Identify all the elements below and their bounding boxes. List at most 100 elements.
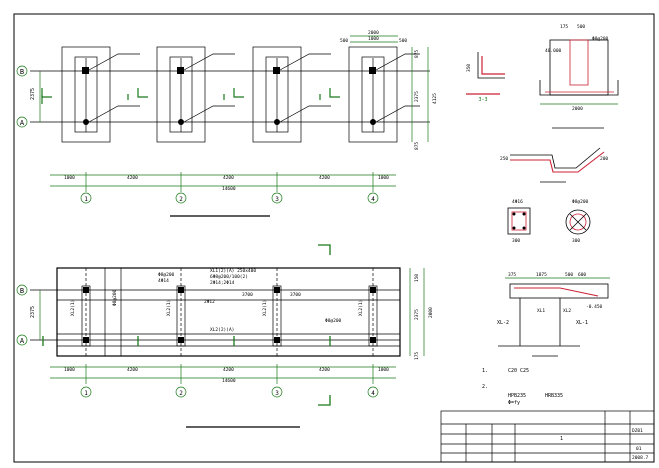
top-dim-2000: 2000 — [368, 30, 379, 36]
note-top-3: 2Φ14;2Φ14 — [210, 280, 235, 286]
column-b-label: Φ8@200 — [572, 199, 589, 205]
footing-section-detail: 175 500 40.000 Φ8@200 2000 — [539, 24, 619, 129]
right-dim-2375: 2375 — [414, 91, 420, 102]
axis-3-top: 3 — [275, 196, 279, 203]
bb-dim-1000a: 1000 — [64, 367, 75, 373]
general-notes: 1. C20 C25 2. HPB235 HRB335 Φ=fy — [482, 368, 563, 406]
top-dim-500-right: 500 — [399, 38, 407, 44]
footing-1 — [61, 46, 111, 143]
note-left-top: Φ8@200 — [158, 272, 175, 278]
long-level: -0.450 — [586, 304, 603, 310]
bot-dim-4200a: 4200 — [127, 175, 138, 181]
title-main: 1 — [560, 436, 563, 442]
axis-label-b-bottom: B — [20, 287, 24, 295]
title-date: 2008.7 — [632, 455, 649, 461]
detail-3-3: 350 3-3 — [466, 52, 505, 103]
note-mid: 2Φ12 — [204, 299, 215, 305]
long-right-tag: XL-1 — [576, 320, 588, 326]
beam-bend-detail: 250 200 — [500, 147, 608, 183]
long-mid1: XL1 — [537, 308, 545, 314]
beam-dim2: 200 — [600, 156, 608, 162]
note-1a: C20 — [508, 368, 517, 374]
top-dim-500-left: 500 — [340, 38, 348, 44]
section-mid: Φ8@200 — [592, 36, 609, 42]
frame-border — [13, 13, 655, 463]
bb-dim-4200b: 4200 — [223, 367, 234, 373]
bot-dim-4200b: 4200 — [223, 175, 234, 181]
note-2c: Φ=fy — [508, 400, 520, 406]
tag-a: 3700 — [242, 292, 253, 298]
long-dim3: 500 — [565, 272, 573, 278]
column-b-dim: 300 — [572, 238, 580, 244]
section-top-500: 500 — [577, 24, 585, 30]
tie-beam-detail: 375 1875 500 600 XL-2 XL-1 XL1 XL2 -0.45… — [497, 272, 610, 357]
note-left-top2: 4Φ14 — [158, 278, 169, 284]
axis-label-a-bottom: A — [20, 337, 25, 345]
section-marks-bottom — [42, 244, 331, 406]
long-dim4: 600 — [578, 272, 586, 278]
section-top-175: 175 — [560, 24, 568, 30]
bottom-right-150: 150 — [414, 274, 420, 282]
note-left-vertical: Φ8@200 — [112, 289, 118, 306]
detail-33-dim: 350 — [466, 64, 472, 72]
column-a-label: 4Φ16 — [512, 199, 523, 205]
bot-dim-1000a: 1000 — [64, 175, 75, 181]
axis-2-top: 2 — [179, 196, 183, 203]
axis-2-bottom: 2 — [179, 390, 183, 397]
svg-text:XL2(1): XL2(1) — [166, 300, 172, 316]
bottom-beam-plan: B A 2375 XL2(1) XL2(1) XL2(1) XL2(1) Φ8@… — [16, 244, 434, 428]
bottom-right-2000: 2000 — [428, 307, 434, 318]
bottom-right-175: 175 — [414, 352, 420, 360]
footing-3 — [252, 46, 302, 143]
column-a-dim: 300 — [512, 238, 520, 244]
right-dim-4125: 4125 — [432, 93, 438, 104]
bottom-right-2375: 2375 — [414, 309, 420, 320]
detail-33-label: 3-3 — [478, 97, 487, 103]
bb-dim-1000b: 1000 — [378, 367, 389, 373]
note-1: 1. — [482, 368, 488, 374]
right-dim-875a: 875 — [414, 50, 420, 58]
footing-2 — [156, 46, 206, 143]
bottom-dim-left-2375: 2375 — [30, 306, 36, 318]
note-2b: HRB335 — [545, 393, 563, 399]
note-right: Φ8@200 — [325, 318, 342, 324]
section-marks-top — [41, 88, 340, 104]
bot-dim-4200c: 4200 — [319, 175, 330, 181]
note-2: 2. — [482, 384, 488, 390]
dim-left-2375: 2375 — [30, 88, 36, 100]
bot-dim-total: 14600 — [222, 186, 236, 192]
note-top-2: 6Φ8@200/100(2) — [210, 274, 248, 280]
top-foundation-plan: B A 2375 — [16, 30, 438, 217]
note-2a: HPB235 — [508, 393, 526, 399]
long-mid2: XL2 — [563, 308, 571, 314]
axis-4-bottom: 4 — [371, 390, 375, 397]
svg-text:XL2(1): XL2(1) — [262, 300, 268, 316]
axis-label-a: A — [20, 119, 25, 127]
axis-1-bottom: 1 — [84, 390, 88, 397]
title-code1: DZ01 — [632, 428, 643, 434]
section-left: 40.000 — [545, 48, 562, 54]
title-block — [440, 410, 655, 463]
bb-dim-total: 14600 — [222, 378, 236, 384]
bot-dim-1000b: 1000 — [378, 175, 389, 181]
axis-bubble-a — [16, 116, 28, 128]
axis-label-b: B — [20, 68, 24, 76]
title-code2: 01 — [636, 446, 642, 452]
section-base: 2000 — [572, 106, 583, 112]
note-beam: XL2(2)(A) — [210, 327, 234, 333]
axis-1-top: 1 — [84, 196, 88, 203]
beam-dim1: 250 — [500, 156, 508, 162]
column-section-b: Φ8@200 300 — [565, 199, 591, 244]
axis-3-bottom: 3 — [275, 390, 279, 397]
long-dim2: 1875 — [536, 272, 547, 278]
long-left-tag: XL-2 — [497, 320, 509, 326]
tag-b: 3700 — [290, 292, 301, 298]
footing-4 — [348, 46, 398, 143]
axis-4-top: 4 — [371, 196, 375, 203]
beam-plan-outline — [56, 267, 401, 357]
long-dim1: 375 — [508, 272, 516, 278]
bb-dim-4200a: 4200 — [127, 367, 138, 373]
column-section-a: 4Φ16 300 — [507, 199, 531, 244]
svg-text:XL2(1): XL2(1) — [70, 300, 76, 316]
